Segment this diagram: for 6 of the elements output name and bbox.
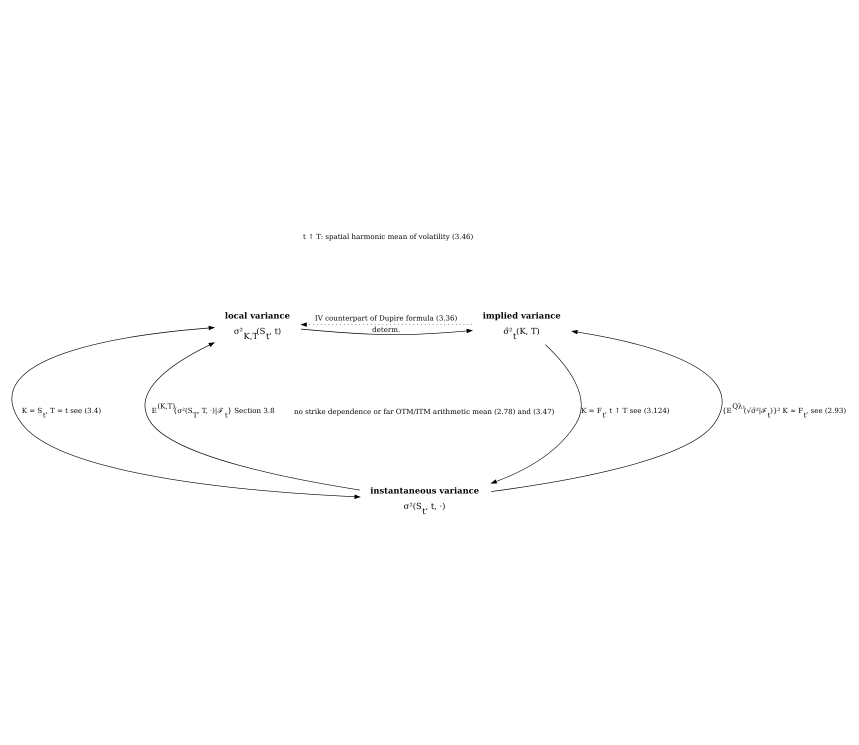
arrow [144,342,360,490]
arrow [490,344,582,484]
arrow [490,330,722,492]
arrow [12,326,361,499]
arrow [300,322,472,327]
arrow [300,328,474,335]
